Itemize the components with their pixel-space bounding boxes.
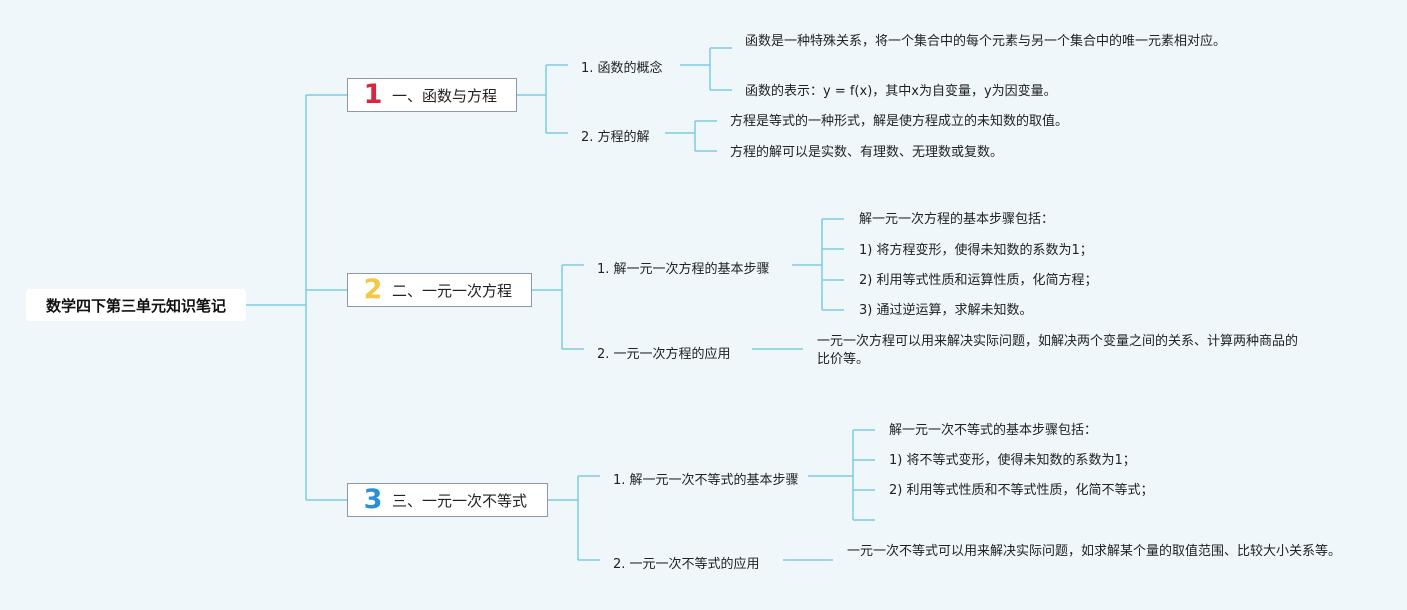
section-3-label: 三、一元一次不等式 xyxy=(392,491,528,510)
number-1-icon: 1 xyxy=(363,79,383,110)
root-topic[interactable]: 数学四下第三单元知识笔记 xyxy=(26,289,246,321)
leaf-steps-intro: 解一元一次方程的基本步骤包括： xyxy=(859,212,1055,227)
leaf-equation-definition: 方程是等式的一种形式，解是使方程成立的未知数的取值。 xyxy=(730,114,1069,129)
leaf-inequality-step-2: 2) 利用等式性质和不等式性质，化简不等式； xyxy=(889,483,1154,498)
subtopic-inequality-steps[interactable]: 1. 解一元一次不等式的基本步骤 xyxy=(613,473,799,488)
subtopic-function-concept[interactable]: 1. 函数的概念 xyxy=(581,61,663,76)
section-2-label: 二、一元一次方程 xyxy=(392,281,513,300)
subtopic-inequality-application[interactable]: 2. 一元一次不等式的应用 xyxy=(613,557,760,572)
section-1-node[interactable]: 1 一、函数与方程 xyxy=(347,78,517,112)
section-3-node[interactable]: 3 三、一元一次不等式 xyxy=(347,483,548,517)
leaf-function-definition: 函数是一种特殊关系，将一个集合中的每个元素与另一个集合中的唯一元素相对应。 xyxy=(745,34,1227,49)
leaf-inequality-steps-intro: 解一元一次不等式的基本步骤包括： xyxy=(889,423,1098,438)
leaf-step-1: 1) 将方程变形，使得未知数的系数为1； xyxy=(859,243,1093,258)
leaf-function-notation: 函数的表示：y = f(x)，其中x为自变量，y为因变量。 xyxy=(745,84,1057,99)
section-2-node[interactable]: 2 二、一元一次方程 xyxy=(347,273,532,307)
leaf-inequality-step-1: 1) 将不等式变形，使得未知数的系数为1； xyxy=(889,453,1136,468)
leaf-step-3: 3) 通过逆运算，求解未知数。 xyxy=(859,303,1033,318)
subtopic-linear-equation-application[interactable]: 2. 一元一次方程的应用 xyxy=(597,347,731,362)
number-3-icon: 3 xyxy=(363,484,383,515)
leaf-step-2: 2) 利用等式性质和运算性质，化简方程； xyxy=(859,273,1098,288)
leaf-equation-solution-types: 方程的解可以是实数、有理数、无理数或复数。 xyxy=(730,145,1004,160)
subtopic-equation-solution[interactable]: 2. 方程的解 xyxy=(581,130,650,145)
root-label: 数学四下第三单元知识笔记 xyxy=(45,296,226,315)
section-1-label: 一、函数与方程 xyxy=(392,86,498,105)
leaf-inequality-application: 一元一次不等式可以用来解决实际问题，如求解某个量的取值范围、比较大小关系等。 xyxy=(847,544,1342,559)
leaf-equation-application: 一元一次方程可以用来解决实际问题，如解决两个变量之间的关系、计算两种商品的比价等… xyxy=(817,334,1299,367)
number-2-icon: 2 xyxy=(363,274,383,305)
subtopic-linear-equation-steps[interactable]: 1. 解一元一次方程的基本步骤 xyxy=(597,262,770,277)
